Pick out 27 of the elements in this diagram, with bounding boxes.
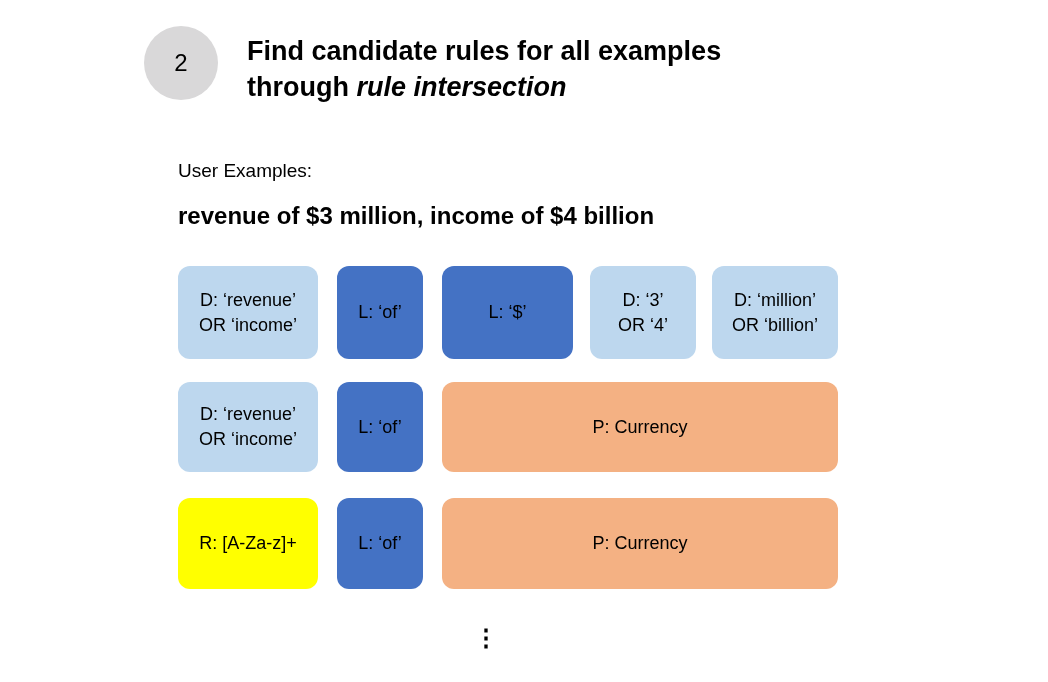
- pattern-box: [178, 382, 318, 472]
- title: Find candidate rules for all examples through rule intersection: [247, 35, 723, 104]
- literal-box: [337, 498, 423, 589]
- box-text: L: ‘of’: [358, 532, 402, 555]
- step-number: 2: [174, 48, 188, 78]
- box-text: D: ‘revenue’ OR ‘income’: [198, 403, 298, 451]
- pattern-box: [178, 266, 318, 359]
- box-text: L: ‘of’: [358, 301, 402, 324]
- ellipsis: ⋮: [474, 623, 498, 653]
- box-text: R: [A-Za-z]+: [199, 532, 297, 555]
- example-text: revenue of $3 million, income of $4 billion: [178, 201, 655, 231]
- pattern-box: [442, 498, 838, 589]
- box-text: D: ‘million’ OR ‘billion’: [731, 288, 819, 337]
- regex-box: [178, 498, 318, 589]
- box-text: L: ‘of’: [358, 415, 402, 439]
- box-text: P: Currency: [592, 532, 688, 555]
- literal-box: [442, 266, 573, 359]
- box-text: P: Currency: [592, 415, 688, 439]
- literal-box: [337, 266, 423, 359]
- literal-box: [337, 382, 423, 472]
- box-text: D: ‘3’ OR ‘4’: [617, 288, 669, 337]
- box-text: D: ‘revenue’ OR ‘income’: [198, 288, 298, 337]
- box-text: L: ‘$’: [488, 301, 527, 324]
- pattern-box: [442, 382, 838, 472]
- pattern-box: [590, 266, 696, 359]
- pattern-box: [712, 266, 838, 359]
- section-label: User Examples:: [178, 159, 313, 183]
